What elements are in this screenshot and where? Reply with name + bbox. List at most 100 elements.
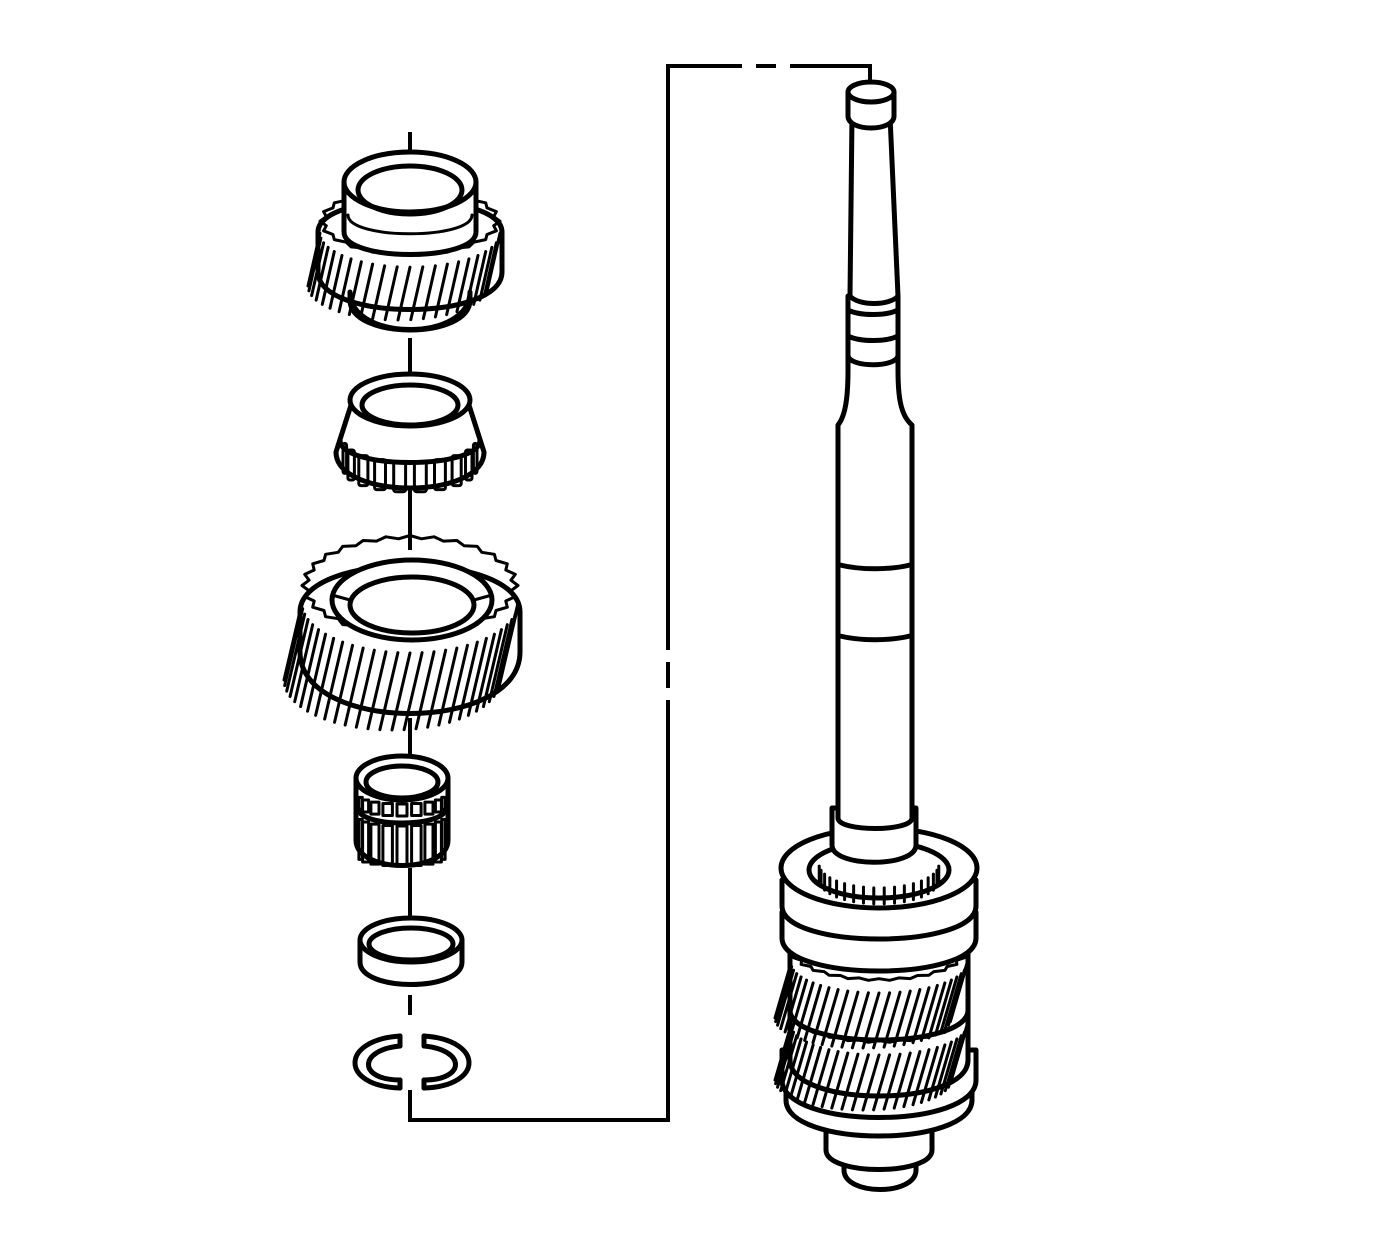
detail-stroke bbox=[943, 1034, 963, 1093]
needle-slot bbox=[395, 824, 409, 868]
detail-stroke bbox=[861, 991, 881, 1050]
detail-stroke bbox=[882, 990, 902, 1049]
detail-stroke bbox=[343, 646, 365, 727]
spacer-ring bbox=[357, 915, 465, 987]
bearing-rollers bbox=[341, 441, 479, 494]
detail-stroke bbox=[830, 1051, 850, 1110]
detail-stroke bbox=[472, 250, 488, 306]
detail-stroke bbox=[949, 961, 969, 1020]
needle-slot bbox=[423, 822, 435, 866]
needle-slot bbox=[410, 802, 423, 818]
detail-stroke bbox=[850, 1053, 870, 1112]
detail-stroke bbox=[323, 640, 345, 721]
detail-stroke bbox=[396, 265, 412, 322]
detail-stroke bbox=[445, 260, 461, 317]
detail-stroke bbox=[306, 632, 328, 713]
detail-stroke bbox=[426, 648, 448, 729]
detail-stroke bbox=[498, 601, 520, 682]
detail-stroke bbox=[433, 262, 449, 319]
roller bbox=[433, 458, 447, 492]
detail-stroke bbox=[933, 1040, 953, 1099]
detail-stroke bbox=[811, 1048, 831, 1107]
detail-stroke bbox=[293, 623, 315, 704]
detail-stroke bbox=[949, 1023, 969, 1082]
detail-stroke bbox=[850, 991, 870, 1050]
detail-stroke bbox=[487, 623, 509, 704]
detail-stroke bbox=[776, 968, 796, 1027]
detail-stroke bbox=[285, 612, 307, 693]
detail-stroke bbox=[803, 1045, 823, 1104]
detail-stroke bbox=[474, 632, 496, 713]
needle-bearing-cage bbox=[353, 753, 451, 868]
detail-stroke bbox=[478, 245, 494, 302]
detail-stroke bbox=[378, 651, 400, 732]
detail-stroke bbox=[820, 1050, 840, 1109]
detail-stroke bbox=[939, 975, 959, 1034]
detail-stroke bbox=[892, 989, 912, 1048]
detail-stroke bbox=[773, 961, 793, 1020]
detail-stroke bbox=[466, 636, 488, 717]
detail-stroke bbox=[486, 231, 502, 288]
detail-stroke bbox=[789, 978, 809, 1037]
detail-stroke bbox=[457, 640, 479, 721]
detail-stroke bbox=[282, 601, 304, 682]
assembly-leader-line bbox=[408, 64, 872, 1122]
needle-slot bbox=[369, 822, 381, 866]
detail-stroke bbox=[779, 972, 799, 1031]
detail-stroke bbox=[383, 265, 399, 322]
detail-stroke bbox=[933, 978, 953, 1037]
roller bbox=[357, 454, 370, 488]
roller bbox=[373, 458, 388, 492]
detail-stroke bbox=[902, 988, 922, 1047]
detail-stroke bbox=[328, 253, 344, 310]
detail-stroke bbox=[320, 250, 336, 306]
detail-stroke bbox=[409, 265, 425, 322]
detail-stroke bbox=[366, 650, 388, 731]
detail-stroke bbox=[283, 607, 305, 688]
roller bbox=[471, 441, 479, 475]
detail-stroke bbox=[314, 636, 336, 717]
detail-stroke bbox=[892, 1051, 912, 1110]
detail-stroke bbox=[783, 1037, 803, 1096]
detail-stroke bbox=[943, 972, 963, 1031]
detail-stroke bbox=[789, 1040, 809, 1099]
gear-with-sleeve bbox=[306, 149, 505, 333]
detail-stroke bbox=[773, 1023, 793, 1082]
detail-stroke bbox=[911, 1048, 931, 1107]
roller bbox=[346, 448, 356, 482]
detail-stroke bbox=[299, 628, 321, 709]
detail-stroke bbox=[390, 651, 412, 732]
detail-stroke bbox=[337, 257, 353, 314]
detail-stroke bbox=[288, 618, 310, 699]
detail-stroke bbox=[840, 1052, 860, 1111]
detail-stroke bbox=[939, 1037, 959, 1096]
gear-cluster bbox=[773, 825, 980, 1192]
detail-stroke bbox=[927, 1043, 947, 1102]
detail-stroke bbox=[310, 241, 326, 298]
detail-stroke bbox=[437, 646, 459, 727]
needle-slot bbox=[395, 802, 409, 818]
detail-stroke bbox=[481, 628, 503, 709]
detail-stroke bbox=[306, 231, 322, 288]
detail-stroke bbox=[902, 1050, 922, 1109]
detail-stroke bbox=[795, 1043, 815, 1102]
roller bbox=[450, 454, 463, 488]
detail-stroke bbox=[783, 975, 803, 1034]
detail-stroke bbox=[911, 986, 931, 1045]
detail-stroke bbox=[414, 650, 436, 731]
detail-stroke bbox=[455, 257, 471, 314]
detail-stroke bbox=[882, 1052, 902, 1111]
tapered-roller-bearing bbox=[333, 371, 487, 494]
detail-stroke bbox=[354, 648, 376, 729]
detail-stroke bbox=[776, 1030, 796, 1089]
detail-stroke bbox=[307, 236, 323, 293]
roller bbox=[412, 460, 428, 494]
detail-stroke bbox=[795, 981, 815, 1040]
detail-stroke bbox=[421, 264, 437, 321]
needle-slot bbox=[423, 800, 435, 816]
detail-stroke bbox=[840, 990, 860, 1049]
needle-slot bbox=[361, 798, 371, 814]
needle-slot bbox=[361, 820, 371, 864]
